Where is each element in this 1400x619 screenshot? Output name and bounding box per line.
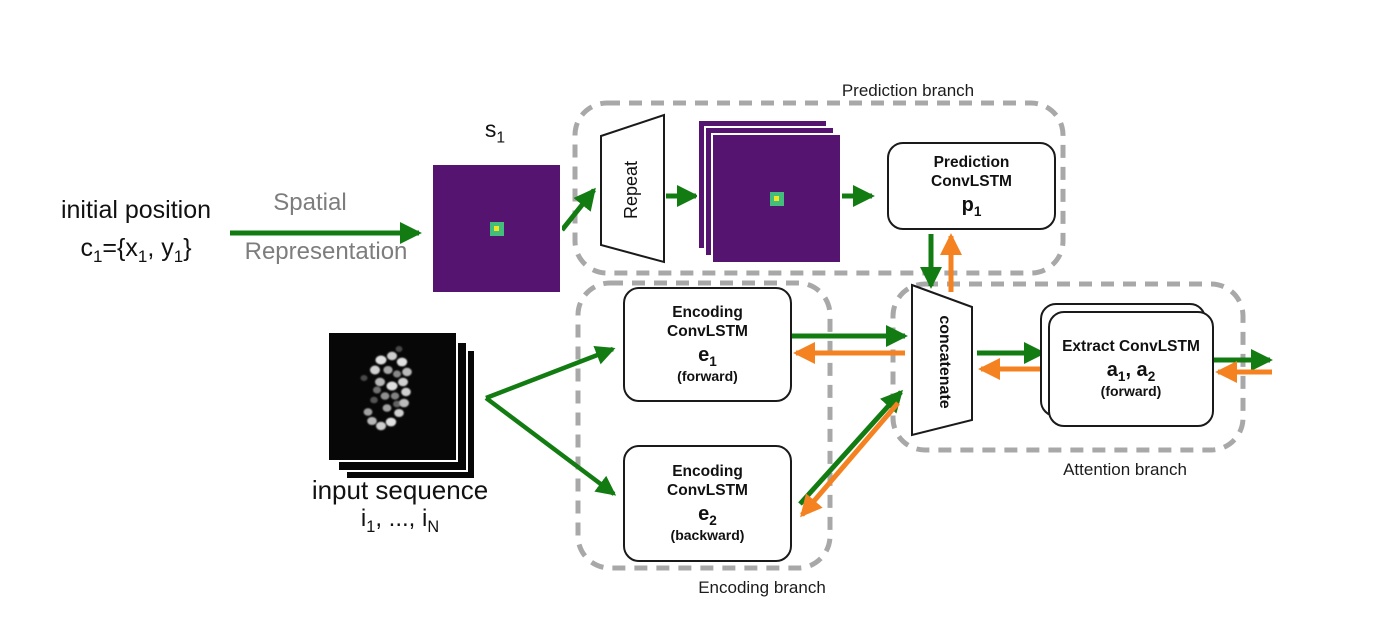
extract-line3: (forward) [1100, 383, 1162, 400]
arrow-input-to-e2 [484, 396, 617, 496]
concatenate-label: concatenate [936, 315, 953, 409]
arrow-s1-to-repeat [560, 187, 596, 232]
p1-line1: Prediction [933, 154, 1010, 172]
extract-convlstm-box: Extract ConvLSTM a1, a2 (forward) [1048, 311, 1214, 427]
encoding-convlstm-e2-box: Encoding ConvLSTM e2 (backward) [623, 445, 792, 562]
e1-line3: e1 [698, 344, 717, 369]
encoding-branch-label: Encoding branch [698, 578, 826, 597]
s1-spatial-map [433, 165, 560, 292]
e1-line4: (forward) [677, 368, 738, 384]
arrow-input-to-e1 [485, 345, 616, 401]
prediction-branch-label: Prediction branch [841, 81, 975, 100]
input-image-front [329, 333, 456, 460]
e2-line1: Encoding [672, 463, 743, 481]
s1-position-marker [489, 221, 504, 236]
p1-line2: ConvLSTM [931, 173, 1012, 190]
e1-line2: ConvLSTM [667, 323, 748, 341]
prediction-branch-outline [572, 100, 1066, 276]
input-sequence-sublabel: i1, ..., iN [360, 505, 440, 536]
attention-branch-label: Attention branch [1063, 460, 1187, 479]
representation-label: Representation [244, 238, 408, 265]
repeated-map-position-marker-center [774, 196, 779, 201]
arrow-concatenate-to-e2 [800, 401, 900, 518]
repeat-trapezoid [600, 113, 665, 264]
spatial-label: Spatial [273, 189, 347, 216]
repeated-map-front [713, 135, 840, 262]
input-sequence-label: input sequence [311, 475, 489, 505]
initial-position-label: initial position c1={x1, y1} [38, 192, 234, 267]
e1-line1: Encoding [672, 304, 743, 322]
p1-line3: p1 [961, 193, 982, 219]
microscopy-cells-image [360, 346, 412, 431]
initial-position-line2: c1={x1, y1} [80, 233, 192, 266]
repeated-map-position-marker [769, 191, 784, 206]
e2-line3: e2 [698, 503, 717, 528]
s1-position-marker-center [494, 226, 499, 231]
attention-branch-outline [890, 281, 1246, 453]
arrow-e2-to-concatenate [798, 389, 903, 506]
extract-line2: a1, a2 [1106, 359, 1156, 385]
repeat-label: Repeat [621, 160, 641, 220]
e2-line2: ConvLSTM [667, 482, 748, 500]
encoding-convlstm-e1-box: Encoding ConvLSTM e1 (forward) [623, 287, 792, 402]
extract-line1: Extract ConvLSTM [1062, 338, 1200, 356]
prediction-convlstm-box: Prediction ConvLSTM p1 [887, 142, 1056, 230]
concatenate-trapezoid [911, 283, 973, 437]
initial-position-line1: initial position [60, 196, 212, 224]
s1-label: s1 [484, 116, 506, 147]
encoding-branch-outline [575, 280, 833, 571]
e2-line4: (backward) [670, 527, 745, 543]
